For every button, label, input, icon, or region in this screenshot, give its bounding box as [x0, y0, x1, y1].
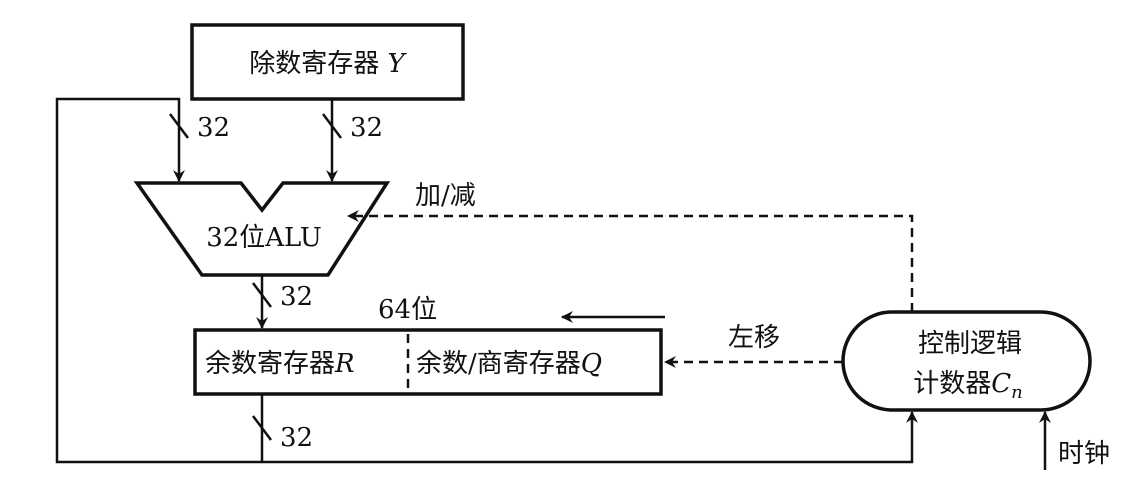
bus-slash	[252, 415, 272, 441]
svg-text:控制逻辑: 控制逻辑	[918, 329, 1022, 359]
bus-to-control	[262, 411, 918, 464]
svg-text:除数寄存器 Y: 除数寄存器 Y	[249, 49, 407, 79]
feedback-bus	[55, 97, 262, 464]
bus-width-remainder-out: 32	[280, 423, 313, 453]
bus-slash	[322, 113, 342, 139]
register-width-label: 64位	[378, 295, 437, 325]
bus-width-alu-out: 32	[280, 282, 313, 312]
bus-width-left: 32	[197, 113, 230, 143]
svg-text:计数器Cn: 计数器Cn	[913, 369, 1023, 403]
remainder-quotient-register: 余数寄存器R 余数/商寄存器Q	[193, 328, 663, 396]
bus-width-right: 32	[350, 113, 383, 143]
control-logic-counter: 控制逻辑 计数器Cn	[841, 310, 1092, 412]
bus-slash	[252, 282, 272, 308]
remainder-register-label: 余数寄存器R	[205, 349, 355, 379]
divisor-register: 除数寄存器 Y	[190, 23, 465, 101]
bus-slash	[169, 113, 189, 139]
add-sub-label: 加/减	[415, 181, 476, 211]
clock-label: 时钟	[1058, 439, 1110, 469]
shift-left-label: 左移	[728, 323, 780, 353]
add-sub-control-line	[347, 210, 914, 312]
alu: 32位ALU	[133, 181, 391, 277]
svg-text:32位ALU: 32位ALU	[206, 223, 322, 253]
quotient-register-label: 余数/商寄存器Q	[416, 349, 602, 379]
